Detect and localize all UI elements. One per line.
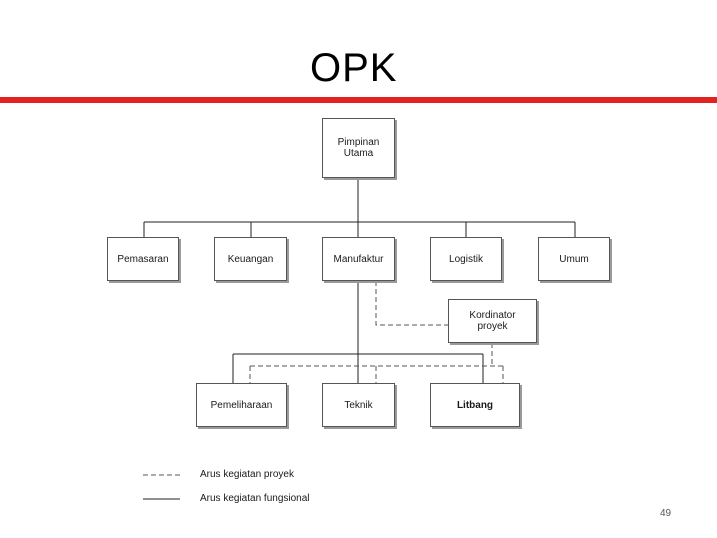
slide-title: OPK bbox=[310, 46, 398, 90]
node-umum: Umum bbox=[538, 237, 610, 281]
node-manufaktur: Manufaktur bbox=[322, 237, 395, 281]
node-pimpinan-utama: Pimpinan Utama bbox=[322, 118, 395, 178]
legend-functional-flow-label: Arus kegiatan fungsional bbox=[200, 493, 310, 504]
dashed-manufaktur-to-coordinator bbox=[375, 281, 448, 326]
node-keuangan: Keuangan bbox=[214, 237, 287, 281]
node-pemasaran: Pemasaran bbox=[107, 237, 179, 281]
node-kordinator-proyek: Kordinator proyek bbox=[448, 299, 537, 343]
node-teknik: Teknik bbox=[322, 383, 395, 427]
node-logistik: Logistik bbox=[430, 237, 502, 281]
page-number: 49 bbox=[660, 508, 672, 519]
legend-project-flow-label: Arus kegiatan proyek bbox=[200, 469, 294, 480]
title-underline-bar bbox=[0, 97, 717, 103]
node-pemeliharaan: Pemeliharaan bbox=[196, 383, 287, 427]
node-litbang: Litbang bbox=[430, 383, 520, 427]
